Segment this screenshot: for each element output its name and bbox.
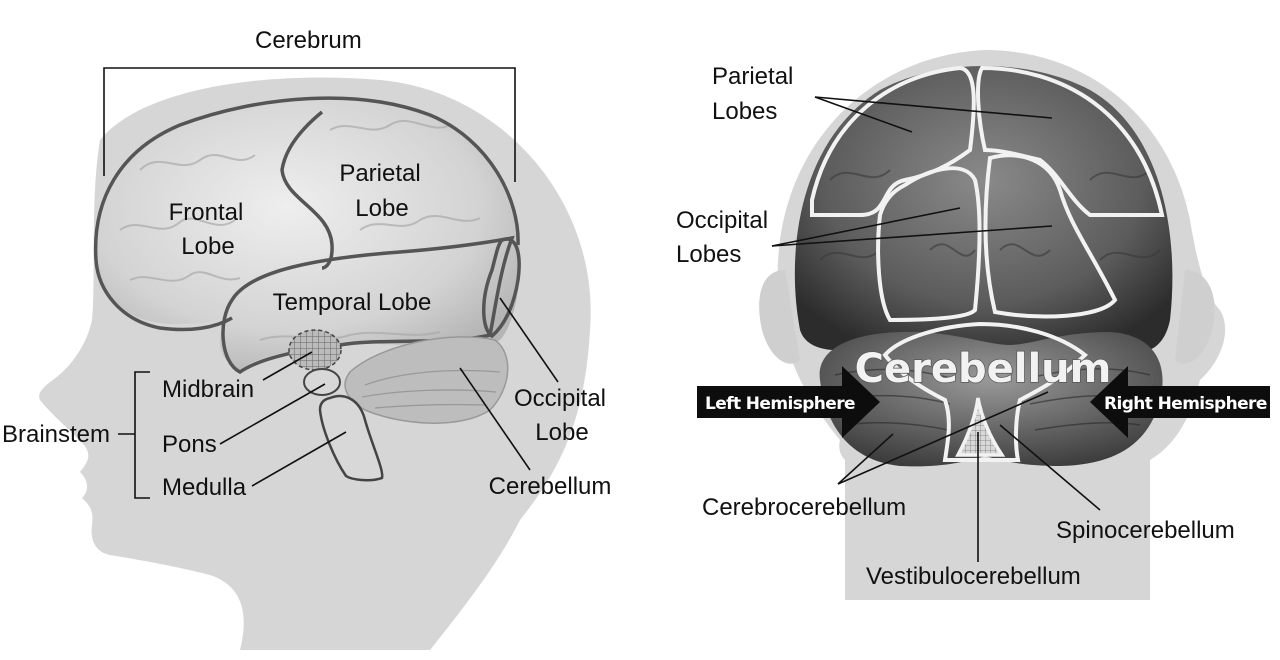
label-parietal-lobe-2: Lobe: [355, 195, 408, 222]
central-sulcus: [280, 110, 334, 270]
label-spinocerebellum: Spinocerebellum: [1056, 517, 1235, 544]
left-occipital-outline: [876, 166, 982, 323]
label-frontal-lobe-1: Frontal: [169, 199, 244, 226]
midbrain-shape: [288, 329, 342, 371]
right-ear: [1175, 270, 1215, 364]
leader-cerebro-right: [837, 391, 1049, 485]
right-occipital-outline: [983, 153, 1118, 319]
gyri-texture-posterior: [819, 169, 1161, 261]
vestibulo-region: [955, 397, 1006, 457]
label-medulla: Medulla: [162, 474, 247, 501]
label-midbrain: Midbrain: [162, 376, 254, 403]
label-brainstem: Brainstem: [2, 421, 110, 448]
label-occipital-lobes-1: Occipital: [676, 207, 768, 234]
leader-cerebellum: [459, 367, 531, 471]
cerebellum-folia: [361, 369, 501, 409]
cerebrum-shape: [95, 98, 520, 370]
medulla-shape: [318, 394, 384, 482]
gyri-texture: [119, 119, 481, 341]
brainstem-bracket: [118, 371, 150, 499]
leader-occipital-right: [771, 225, 1053, 247]
frontal-outline: [94, 259, 233, 332]
left-ear: [759, 270, 800, 364]
leader-occipital: [499, 297, 559, 383]
leader-spinocerebellum: [999, 424, 1101, 511]
leader-midbrain: [262, 351, 313, 381]
cerebellum-posterior: [819, 331, 1163, 467]
left-parietal-outline: [810, 65, 976, 217]
right-hemisphere-arrow: Right Hemisphere: [1090, 366, 1270, 438]
label-parietal-lobes-2: Lobes: [712, 98, 777, 125]
label-occipital-lobes-2: Lobes: [676, 241, 741, 268]
leader-parietal-left: [814, 96, 913, 133]
left-panel-lateral-view: Cerebrum Frontal Lobe Parietal Lobe Temp…: [2, 27, 611, 650]
pons-shape: [303, 368, 341, 396]
label-parietal-lobe-1: Parietal: [339, 160, 420, 187]
cerebrum-posterior: [794, 66, 1173, 353]
leader-occipital-left: [771, 207, 961, 247]
label-occipital-lobe-1: Occipital: [514, 385, 606, 412]
leader-cerebro-left: [837, 433, 894, 485]
cerebrum-outline: [93, 96, 520, 261]
leader-pons: [219, 383, 326, 445]
label-pons: Pons: [162, 431, 217, 458]
label-parietal-lobes-1: Parietal: [712, 63, 793, 90]
leader-parietal-right: [814, 96, 1053, 119]
right-panel-posterior-view: Cerebellum Left Hemisphere Right Hemisph…: [676, 50, 1270, 600]
label-left-hemisphere: Left Hemisphere: [705, 394, 855, 414]
label-right-hemisphere: Right Hemisphere: [1104, 394, 1267, 414]
label-occipital-lobe-2: Lobe: [535, 419, 588, 446]
cerebellum-shape: [344, 336, 509, 424]
leader-medulla: [251, 431, 347, 487]
label-vestibulocerebellum: Vestibulocerebellum: [866, 563, 1081, 590]
right-parietal-outline: [976, 65, 1165, 217]
vermis-outline: [882, 321, 1088, 462]
label-cerebrum: Cerebrum: [255, 27, 362, 54]
occipital-lobe-region: [482, 237, 521, 339]
label-temporal-lobe: Temporal Lobe: [273, 289, 432, 316]
label-cerebrocerebellum: Cerebrocerebellum: [702, 494, 906, 521]
cerebrum-bracket: [103, 67, 516, 182]
label-frontal-lobe-2: Lobe: [181, 233, 234, 260]
label-cerebellum-title: Cerebellum: [855, 346, 1112, 392]
label-cerebellum-left: Cerebellum: [489, 473, 612, 500]
left-hemisphere-arrow: Left Hemisphere: [697, 366, 880, 438]
